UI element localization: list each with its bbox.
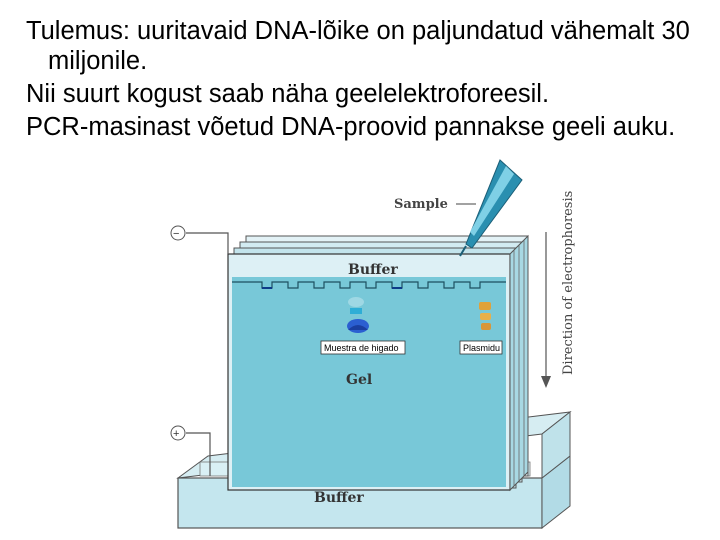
lane-liver-bands	[347, 297, 369, 333]
lane-plasmid-label: Plasmidu	[463, 343, 500, 353]
buffer-bottom-label: Buffer	[314, 490, 364, 506]
lane-plasmid-label-box	[459, 340, 503, 355]
gel-side-edges	[509, 234, 529, 492]
electrode-negative-wire	[170, 225, 229, 254]
lane-liver-label-box	[320, 340, 406, 355]
electrode-positive-wire	[170, 425, 211, 476]
direction-label: Direction of electrophoresis	[561, 191, 576, 375]
pipette	[459, 159, 523, 257]
gel-plate	[227, 253, 511, 491]
sample-label: Sample	[394, 197, 448, 212]
lane-plasmid-bands	[479, 302, 491, 330]
direction-arrow	[541, 232, 551, 388]
bullet-gel-electrophoresis: Nii suurt kogust saab näha geelelektrofo…	[26, 80, 550, 108]
bullet-samples-loaded: PCR-masinast võetud DNA-proovid pannakse…	[26, 113, 676, 141]
buffer-top-label: Buffer	[348, 262, 398, 278]
bullet-list: Tulemus: uuritavaid DNA-lõike on paljund…	[26, 16, 706, 145]
bullet-result: Tulemus: uuritavaid DNA-lõike on paljund…	[26, 17, 690, 75]
lane-liver-label: Muestra de higado	[324, 343, 399, 353]
electrode-positive-sign: +	[173, 428, 179, 440]
electrode-negative-sign: −	[173, 228, 179, 240]
gel-label: Gel	[346, 372, 372, 388]
